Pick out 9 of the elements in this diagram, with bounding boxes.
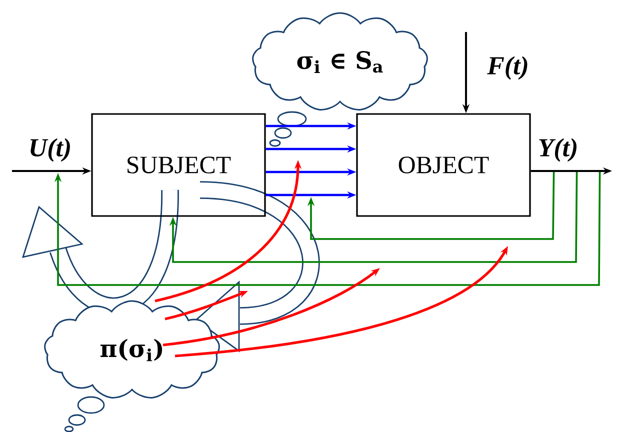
arrow bbox=[307, 172, 555, 240]
edge-label: Y(t) bbox=[539, 138, 576, 162]
process-box: SUBJECT bbox=[91, 113, 266, 217]
process-box: OBJECT bbox=[356, 113, 531, 217]
thought-cloud: σ$_{i}$ ∈ S$_{a}$ bbox=[252, 12, 428, 110]
arrow bbox=[54, 172, 601, 286]
edge-label: U(t) bbox=[30, 138, 70, 162]
arrow bbox=[169, 172, 578, 263]
edge-label: F(t) bbox=[487, 56, 528, 80]
